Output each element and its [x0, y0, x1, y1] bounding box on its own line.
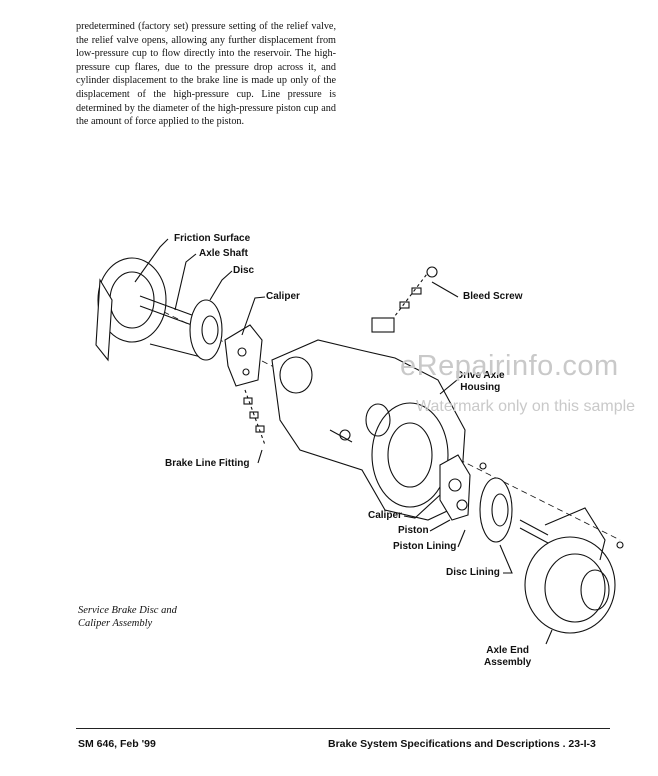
footer-rule [76, 728, 610, 729]
callout-axle-end-assembly: Axle End Assembly [484, 645, 531, 669]
callout-piston-lining: Piston Lining [393, 541, 457, 552]
watermark-note: Watermark only on this sample [416, 398, 636, 415]
callout-caliper-top: Caliper [266, 291, 300, 302]
callout-axle-shaft: Axle Shaft [199, 248, 248, 259]
callout-axle-end-line1: Axle End [486, 645, 530, 656]
caption-line1: Service Brake Disc and [78, 605, 177, 616]
callout-drive-axle-housing: Drive Axle Housing [456, 370, 505, 394]
brake-assembly-diagram [95, 238, 624, 645]
callout-caliper-bottom: Caliper [368, 510, 402, 521]
footer-doc-id: SM 646, Feb '99 [78, 738, 156, 750]
figure-caption: Service Brake Disc and Caliper Assembly [78, 604, 177, 630]
callout-drive-axle-line2: Housing [460, 382, 501, 393]
callout-friction-surface: Friction Surface [174, 233, 251, 244]
body-paragraph: predetermined (factory set) pressure set… [76, 21, 336, 128]
callout-drive-axle-line1: Drive Axle [456, 370, 505, 381]
callout-piston: Piston [398, 525, 429, 536]
callout-bleed-screw: Bleed Screw [463, 291, 523, 302]
watermark-site: eRepairinfo.com [400, 350, 619, 382]
caption-line2: Caliper Assembly [78, 618, 153, 629]
footer-section-title: Brake System Specifications and Descript… [328, 738, 596, 750]
callout-disc-lining: Disc Lining [446, 567, 500, 578]
callout-disc: Disc [233, 265, 255, 276]
callout-axle-end-line2: Assembly [484, 657, 532, 668]
callout-brake-line-fitting: Brake Line Fitting [165, 458, 250, 469]
